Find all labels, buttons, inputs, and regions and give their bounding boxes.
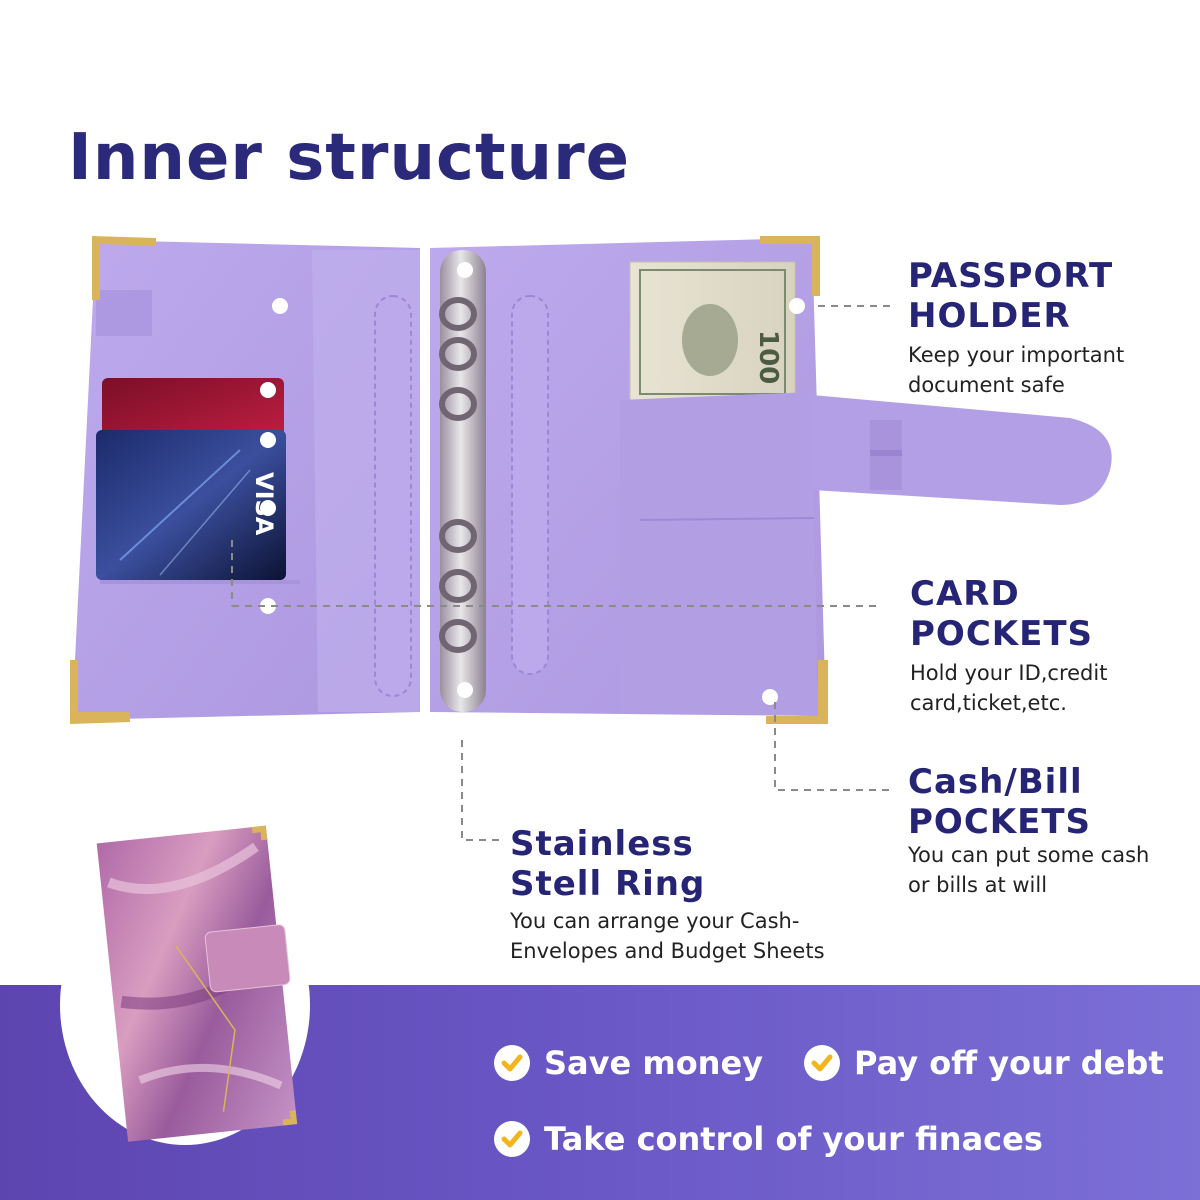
benefit-label: Take control of your finaces xyxy=(544,1120,1043,1158)
check-icon xyxy=(804,1045,840,1081)
check-icon xyxy=(494,1121,530,1157)
leader-lines xyxy=(231,305,890,841)
cover-thumbnail xyxy=(60,825,310,1145)
benefit-label: Pay off your debt xyxy=(854,1044,1164,1082)
benefit-item: Save money xyxy=(494,1044,763,1082)
callout-description: Hold your ID,credit card,ticket,etc. xyxy=(910,661,1108,715)
benefit-item: Take control of your finaces xyxy=(494,1120,1043,1158)
callout-title: CARD POCKETS xyxy=(910,574,1094,654)
benefit-label: Save money xyxy=(544,1044,764,1082)
pen-loops xyxy=(374,295,549,697)
callout-title: PASSPORT HOLDER xyxy=(908,256,1114,336)
card-stack: VISA xyxy=(96,378,300,584)
ring-spine xyxy=(439,250,486,712)
callout-title: Stainless Stell Ring xyxy=(510,824,706,904)
callout-description: Keep your important document safe xyxy=(908,343,1125,397)
callout-description: You can put some cash or bills at will xyxy=(908,843,1150,897)
callout-description: You can arrange your Cash- Envelopes and… xyxy=(510,909,825,963)
gold-corners xyxy=(70,236,828,724)
benefit-item: Pay off your debt xyxy=(804,1044,1164,1082)
bill-pocket: 100 xyxy=(260,261,818,716)
check-icon xyxy=(494,1045,530,1081)
callout-title: Cash/Bill POCKETS xyxy=(908,762,1092,842)
page-title: Inner structure xyxy=(68,120,631,195)
bill-value: 100 xyxy=(753,330,783,384)
